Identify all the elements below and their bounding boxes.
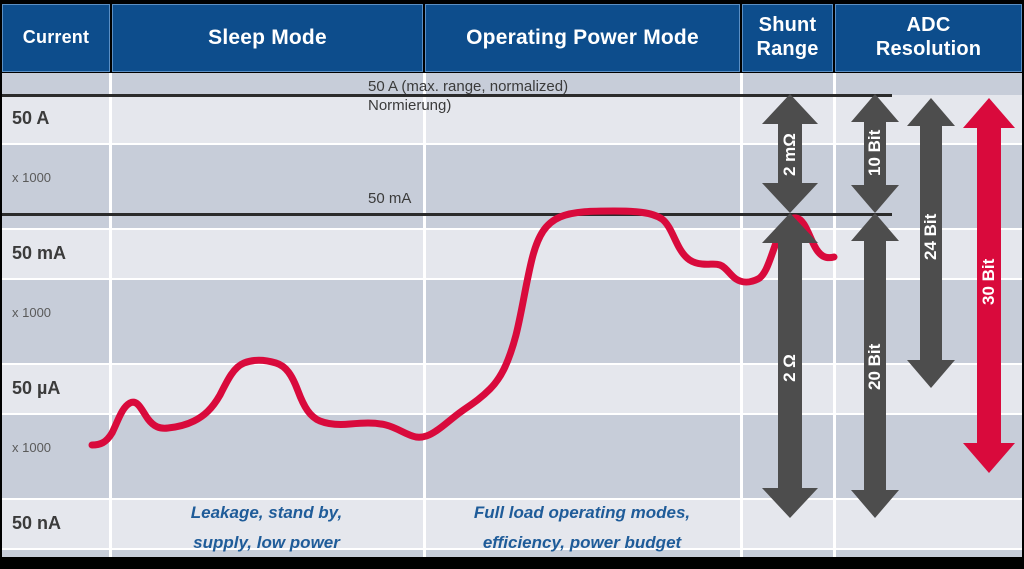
caption-sleep-line2: supply, low power [193,532,340,552]
header-label-shunt-line1: Shunt [758,14,817,37]
band-50ua [2,365,1022,415]
axis-mult-1: x 1000 [12,170,52,185]
caption-sleep-mode: Leakage, stand by, supply, low power [114,498,419,558]
current-curve-svg [88,207,838,449]
header-cell-operating-power-mode: Operating Power Mode [425,4,740,72]
grid-hline-1 [2,143,1022,145]
header-cell-current: Current [2,4,110,72]
band-50ma [2,230,1022,280]
header-label-operating-power-mode: Operating Power Mode [466,25,699,49]
band-50na [2,500,1022,550]
shunt-arrow-label-2ohm: 2 Ω [780,354,799,382]
grid-vline-current [109,73,112,557]
header-label-current: Current [22,27,90,48]
grid-hline-2 [2,228,1022,230]
header-label-adc-line2: Resolution [875,38,982,60]
adc-arrow-label-30bit: 30 Bit [979,258,998,305]
annotation-50ma: 50 mA [368,190,412,207]
axis-label-50ma: 50 mA [12,243,67,263]
grid-hline-5 [2,413,1022,415]
grid-vline-shunt [833,73,836,557]
reference-line-50ma [2,213,892,216]
header-label-sleep-mode: Sleep Mode [208,25,327,49]
shunt-arrow-label-2mohm: 2 mΩ [780,133,799,176]
header-cell-shunt-range: Shunt Range [742,4,833,72]
shunt-arrow-2ohm: 2 Ω [760,213,820,518]
adc-arrow-label-24bit: 24 Bit [921,213,940,260]
grid-vline-sleep [423,73,426,557]
axis-label-50ua: 50 µA [12,378,61,398]
grid-hline-4 [2,363,1022,365]
band-top-spacer [2,73,1022,95]
caption-sleep-line1: Leakage, stand by, [190,503,343,522]
axis-label-50a: 50 A [12,108,50,128]
shunt-arrow-2mohm: 2 mΩ [760,94,820,213]
axis-mult-2: x 1000 [12,305,52,320]
band-bottom [2,550,1022,557]
grid-hline-3 [2,278,1022,280]
header-cell-adc-resolution: ADC Resolution [835,4,1022,72]
current-curve-path [88,207,838,449]
caption-operating-mode: Full load operating modes, efficiency, p… [427,498,737,558]
grid-hline-6 [2,498,1022,500]
band-50a [2,95,1022,145]
adc-arrow-24bit: 24 Bit [905,98,957,388]
reference-line-50a [2,94,892,97]
adc-arrow-30bit: 30 Bit [961,98,1017,473]
header-label-adc-line1: ADC [906,14,951,37]
adc-arrow-20bit: 20 Bit [849,213,901,518]
grid-hline-7 [2,548,1022,550]
axis-mult-3: x 1000 [12,440,52,455]
header-cell-sleep-mode: Sleep Mode [112,4,423,72]
annotation-max-range: 50 A (max. range, normalized) [368,78,569,95]
grid-vline-operating [740,73,743,557]
caption-operating-line2: efficiency, power budget [482,532,682,552]
annotation-normierung: Normierung) [368,97,452,114]
adc-arrow-label-20bit: 20 Bit [865,343,884,390]
chart-grid: 50 A x 1000 50 mA x 1000 50 µA x 1000 50… [2,73,1022,557]
header-label-shunt-line2: Range [756,38,819,60]
caption-operating-line1: Full load operating modes, [473,503,691,522]
axis-label-50na: 50 nA [12,513,62,533]
adc-arrow-10bit: 10 Bit [849,94,901,213]
adc-arrow-label-10bit: 10 Bit [865,129,884,176]
